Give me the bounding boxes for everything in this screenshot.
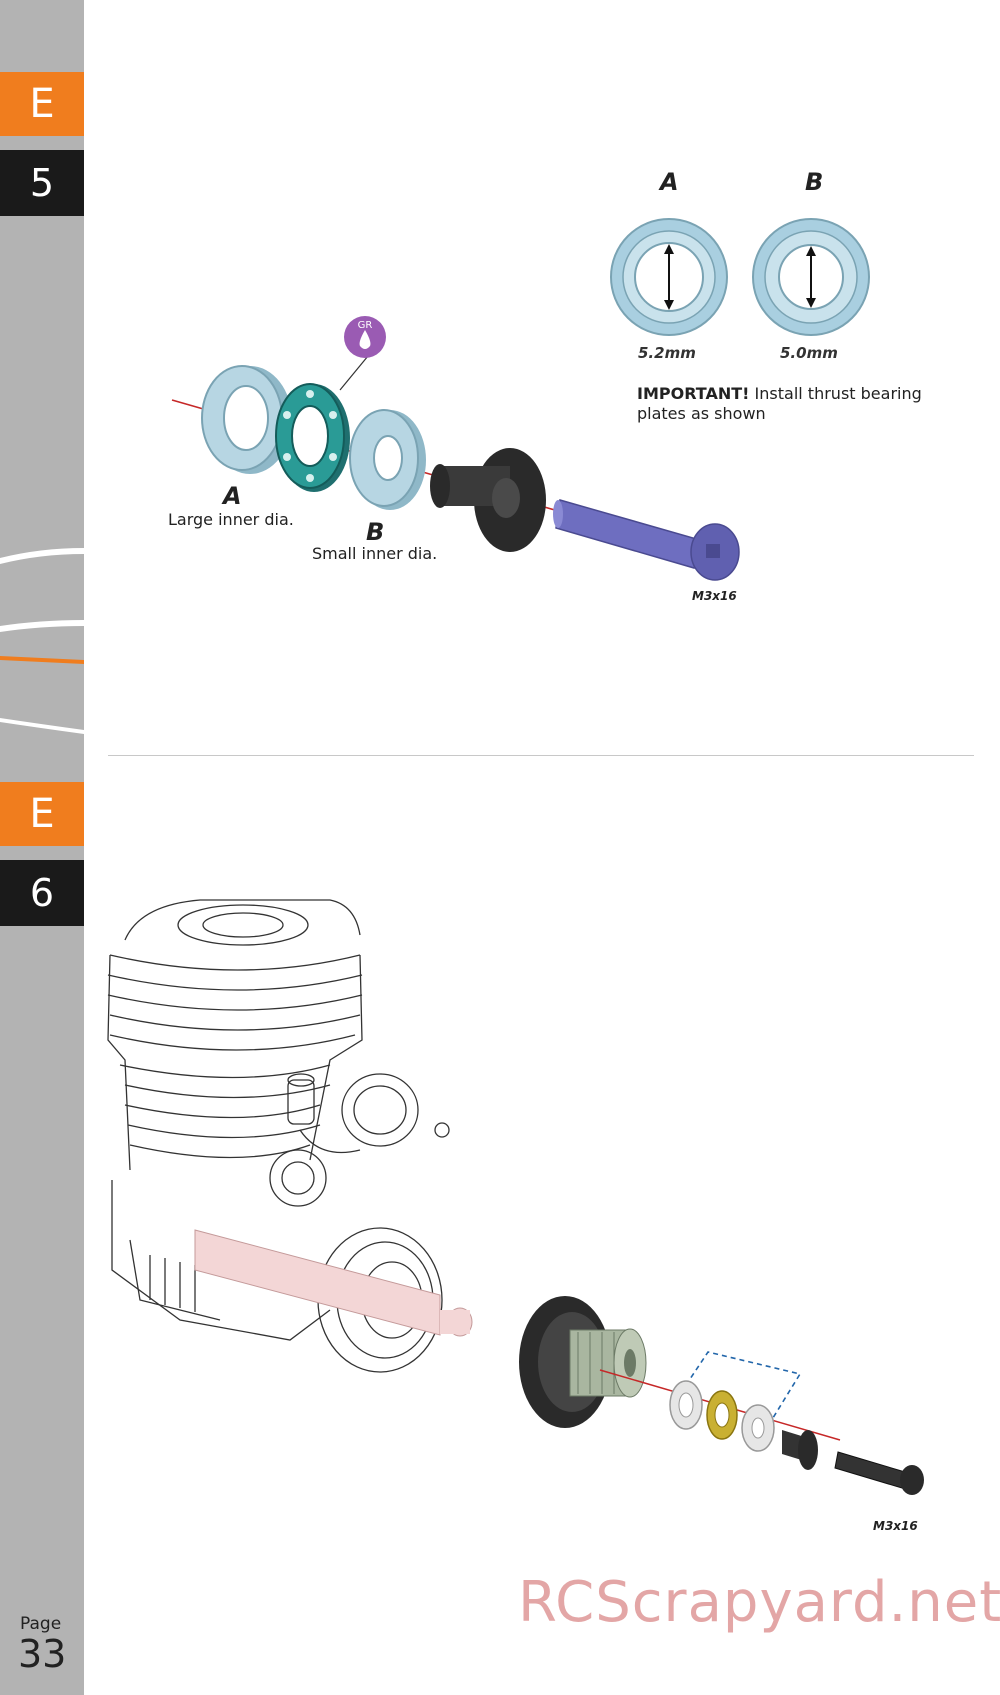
crankshaft bbox=[194, 1229, 473, 1337]
step6-thrust-plate-b bbox=[741, 1404, 775, 1452]
detail-label-b: B bbox=[805, 168, 824, 196]
page-label: Page bbox=[20, 1614, 62, 1634]
step6-axis bbox=[599, 1369, 841, 1441]
step6-thrust-plate-a bbox=[669, 1380, 703, 1430]
sidebar-stripes bbox=[0, 548, 84, 734]
step-number-6: 6 bbox=[0, 860, 84, 926]
grease-icon bbox=[344, 316, 386, 358]
detail-label-a: A bbox=[660, 168, 679, 196]
detail-bearing-b bbox=[752, 218, 870, 336]
engine-outline bbox=[107, 899, 450, 1373]
step5-exploded-diagram: GR bbox=[171, 218, 870, 581]
step6-flanged-bushing bbox=[782, 1430, 818, 1470]
important-note-bold: IMPORTANT! bbox=[637, 384, 750, 403]
step-letter-e6: E bbox=[0, 782, 84, 846]
thrust-plate-a bbox=[201, 365, 292, 474]
cap-screw-m3x16 bbox=[553, 499, 740, 581]
screw-label-step5: M3x16 bbox=[692, 589, 737, 603]
bearing-race-washer bbox=[275, 383, 350, 492]
important-note: IMPORTANT! Install thrust bearing plates… bbox=[637, 384, 957, 424]
step-number-5: 5 bbox=[0, 150, 84, 216]
sidebar bbox=[0, 0, 84, 1695]
step6-cap-screw bbox=[834, 1451, 924, 1495]
grease-tag: GR bbox=[358, 320, 373, 331]
thrust-plate-b bbox=[349, 409, 426, 510]
step6-bearing-washer bbox=[706, 1390, 738, 1440]
important-note-text: Install thrust bearing plates as shown bbox=[637, 384, 922, 423]
label-bearing-a: A bbox=[223, 482, 242, 510]
label-bearing-b: B bbox=[366, 518, 385, 546]
watermark: RCScrapyard.net bbox=[518, 1570, 1000, 1635]
detail-bearing-a bbox=[610, 218, 728, 336]
detail-size-a: 5.2mm bbox=[638, 344, 696, 362]
bearing-group-bracket bbox=[675, 1351, 802, 1427]
flanged-bushing bbox=[430, 448, 546, 552]
page-number: 33 bbox=[18, 1632, 67, 1676]
detail-size-b: 5.0mm bbox=[780, 344, 838, 362]
pinion-gear bbox=[569, 1328, 647, 1398]
section-divider bbox=[108, 755, 974, 756]
step-letter-e5: E bbox=[0, 72, 84, 136]
screw-label-step6: M3x16 bbox=[873, 1519, 918, 1533]
desc-bearing-a: Large inner dia. bbox=[168, 510, 294, 529]
desc-bearing-b: Small inner dia. bbox=[312, 544, 438, 563]
clutch-bell bbox=[519, 1296, 611, 1428]
